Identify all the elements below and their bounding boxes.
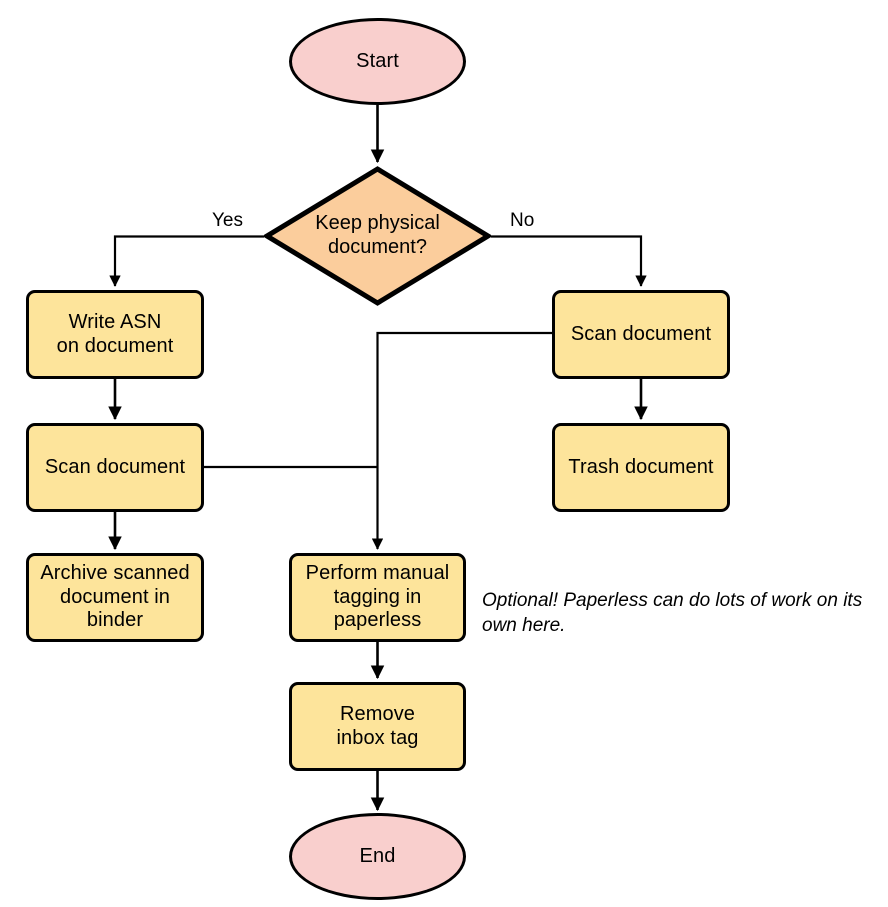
node-end-label: End [359, 844, 396, 867]
node-scan-document-left-label: Scan document [44, 455, 186, 478]
node-trash-document-label: Trash document [568, 455, 714, 478]
node-remove-inbox-tag-label: Remove inbox tag [336, 702, 419, 749]
node-scan-document-right-label: Scan document [570, 322, 712, 345]
node-write-asn-on-document-label: Write ASN on document [56, 310, 174, 357]
node-archive-scanned-document[interactable]: Archive scanned document in binder [26, 553, 204, 642]
node-start-label: Start [356, 49, 399, 72]
edge-label-yes-text: Yes [212, 210, 243, 231]
node-perform-manual-tagging[interactable]: Perform manual tagging in paperless [289, 553, 466, 642]
edge-scan-right-to-tagging [371, 331, 552, 550]
node-archive-scanned-document-label: Archive scanned document in binder [40, 562, 190, 632]
annotation-note-text: Optional! Paperless can do lots of work … [482, 590, 863, 637]
node-end[interactable]: End [289, 813, 466, 900]
edge-label-no-text: No [510, 210, 535, 231]
node-keep-physical-document-label: Keep physical document? [315, 212, 440, 258]
annotation-note: Optional! Paperless can do lots of work … [482, 588, 886, 638]
node-keep-physical-document[interactable]: Keep physical document? [264, 166, 491, 306]
node-remove-inbox-tag[interactable]: Remove inbox tag [289, 682, 466, 771]
edge-label-no: No [508, 210, 537, 232]
edge-keep-to-scan-right [491, 235, 647, 287]
node-scan-document-left[interactable]: Scan document [26, 423, 204, 512]
node-write-asn-on-document[interactable]: Write ASN on document [26, 290, 204, 379]
edge-keep-to-write-asn [109, 235, 264, 287]
edge-label-yes: Yes [210, 210, 245, 232]
node-scan-document-right[interactable]: Scan document [552, 290, 730, 379]
node-start[interactable]: Start [289, 18, 466, 105]
diamond-shape [264, 166, 491, 306]
node-perform-manual-tagging-label: Perform manual tagging in paperless [305, 562, 450, 632]
node-trash-document[interactable]: Trash document [552, 423, 730, 512]
